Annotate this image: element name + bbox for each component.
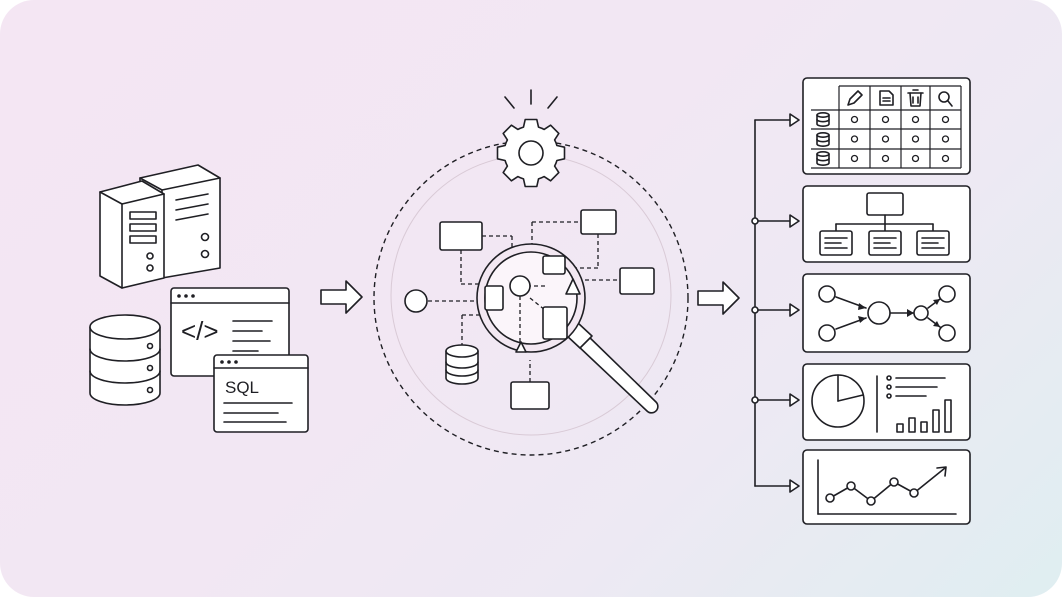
line-chart-panel: [802, 449, 971, 525]
flow-arrow-icon: [320, 280, 363, 314]
flow-arrow-icon: [697, 281, 740, 315]
process-node: [580, 209, 617, 235]
server-tower-icon: [99, 180, 165, 289]
bar-chart-icon: [896, 399, 952, 433]
table-cell-dot: [941, 154, 950, 163]
sql-label: SQL: [225, 378, 259, 397]
process-node: [510, 381, 550, 410]
magnifying-glass-icon: [476, 243, 659, 414]
document-icon: [879, 90, 894, 106]
gear-icon: [496, 118, 566, 188]
table-cell-dot: [911, 115, 920, 124]
database-icon: [816, 112, 830, 127]
table-cell-dot: [881, 135, 890, 143]
code-icon: </>: [181, 316, 219, 346]
magnifier-icon: [938, 91, 953, 107]
table-cell-dot: [850, 135, 859, 143]
table-cell-dot: [850, 115, 859, 124]
analysis-hub: [373, 89, 689, 456]
pencil-icon: [847, 90, 863, 106]
table-cell-dot: [911, 135, 920, 143]
table-cell-dot: [941, 135, 950, 143]
process-node: [439, 221, 483, 251]
table-cell-dot: [850, 154, 859, 163]
database-icon: [816, 151, 830, 166]
table-cell-dot: [911, 154, 920, 163]
dashboard-panel: [802, 363, 971, 441]
start-node: [404, 289, 428, 313]
sql-window: SQL: [213, 354, 309, 433]
database-icon: [89, 314, 161, 406]
database-icon: [445, 344, 479, 385]
output-branches: [751, 113, 800, 493]
legend-icon: [886, 375, 946, 399]
data-sources-group: </> SQL: [89, 164, 309, 433]
process-node: [619, 267, 655, 295]
network-graph-panel: [802, 273, 971, 353]
table-cell-dot: [941, 115, 950, 124]
table-cells: [850, 115, 950, 163]
pie-chart-icon: [811, 374, 865, 428]
table-cell-dot: [881, 115, 890, 124]
hierarchy-panel: [802, 185, 971, 263]
table-panel: [802, 77, 971, 175]
database-icon: [816, 132, 830, 147]
code-window: </>: [170, 287, 290, 377]
trash-icon: [907, 89, 924, 107]
table-cell-dot: [881, 154, 890, 163]
